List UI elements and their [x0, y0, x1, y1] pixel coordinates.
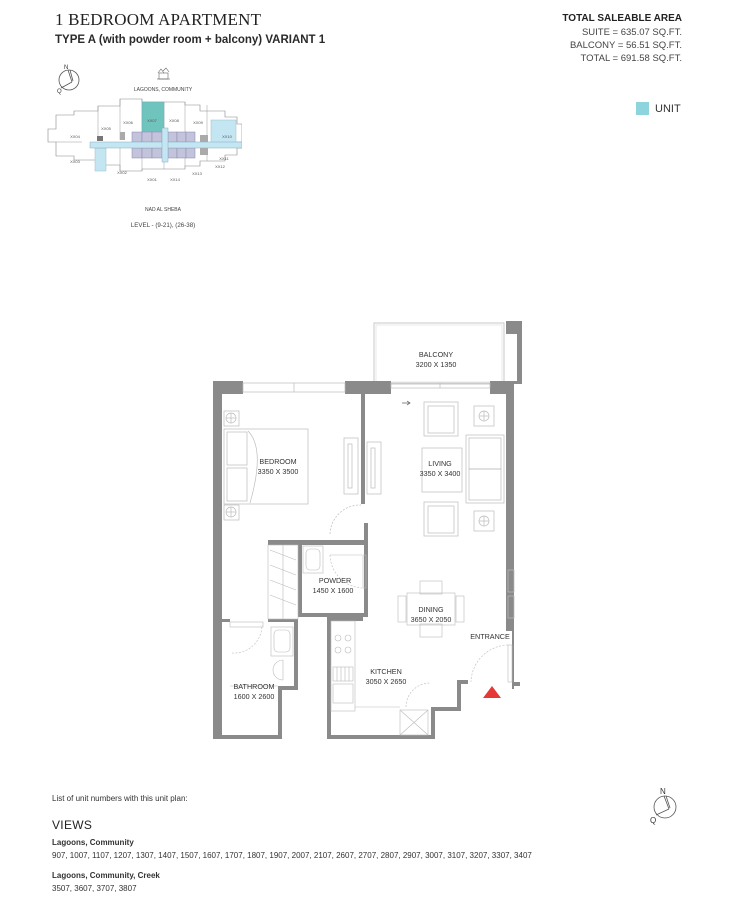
- room-label-kitchen: KITCHEN: [370, 667, 402, 676]
- floor-plan: BALCONY 3200 X 1350 BEDROOM 3350 X 3500 …: [213, 321, 522, 739]
- svg-text:N: N: [660, 787, 666, 796]
- area-suite: SUITE = 635.07 SQ.FT.: [581, 27, 682, 38]
- room-label-bathroom: BATHROOM: [234, 682, 275, 691]
- room-dims-powder: 1450 X 1600: [313, 586, 354, 595]
- svg-text:XX08: XX08: [169, 118, 180, 123]
- svg-text:XX04: XX04: [70, 134, 81, 139]
- keyplan-top-view: LAGOONS, COMMUNITY: [134, 87, 193, 93]
- view-name: Lagoons, Community: [52, 838, 134, 847]
- room-dims-balcony: 3200 X 1350: [416, 360, 457, 369]
- area-balcony: BALCONY = 56.51 SQ.FT.: [569, 40, 682, 51]
- room-dims-living: 3350 X 3400: [420, 469, 461, 478]
- wardrobe: [267, 544, 299, 620]
- keyplan-compass-icon: N Q: [57, 65, 80, 95]
- svg-text:XX06: XX06: [123, 120, 134, 125]
- plan-subtitle: TYPE A (with powder room + balcony) VARI…: [55, 34, 326, 46]
- windows: [242, 382, 515, 619]
- keyplan-level: LEVEL - (9-21), (26-38): [131, 222, 195, 229]
- plan-title: 1 BEDROOM APARTMENT: [55, 10, 262, 29]
- room-label-dining: DINING: [418, 605, 444, 614]
- area-total: TOTAL = 691.58 SQ.FT.: [580, 53, 682, 64]
- room-dims-bedroom: 3350 X 3500: [258, 467, 299, 476]
- unit-legend-label: UNIT: [655, 102, 681, 115]
- view-units: 907, 1007, 1107, 1207, 1307, 1407, 1507,…: [52, 851, 532, 860]
- keyplan-bottom-view: NAD AL SHEBA: [145, 207, 182, 213]
- entrance-label: ENTRANCE: [470, 632, 510, 641]
- svg-text:XX05: XX05: [101, 126, 112, 131]
- svg-text:XX11: XX11: [219, 156, 229, 161]
- unit-list-intro: List of unit numbers with this unit plan…: [52, 794, 188, 803]
- key-plan: N Q LAGOONS, COMMUNITY: [47, 65, 242, 229]
- svg-text:XX14: XX14: [170, 177, 181, 182]
- balcony-area: [373, 322, 505, 385]
- unit-legend: UNIT: [636, 102, 681, 115]
- svg-text:XX12: XX12: [215, 164, 226, 169]
- svg-text:XX09: XX09: [193, 120, 204, 125]
- room-dims-dining: 3650 X 2050: [411, 615, 452, 624]
- unit-legend-swatch: [636, 102, 649, 115]
- room-label-living: LIVING: [428, 459, 452, 468]
- walls: [213, 321, 522, 739]
- svg-text:XX02: XX02: [117, 170, 128, 175]
- entrance-marker-icon: [483, 686, 501, 698]
- view-name: Lagoons, Community, Creek: [52, 871, 160, 880]
- room-label-powder: POWDER: [319, 576, 351, 585]
- svg-text:XX01: XX01: [147, 177, 158, 182]
- view-units: 3507, 3607, 3707, 3807: [52, 884, 137, 893]
- dining-furniture: [397, 580, 465, 638]
- bedroom-furniture: [223, 410, 382, 535]
- bathroom-fixtures: [229, 621, 294, 687]
- svg-text:XX03: XX03: [70, 159, 81, 164]
- svg-text:XX13: XX13: [192, 171, 203, 176]
- area-heading: TOTAL SALEABLE AREA: [562, 13, 682, 24]
- svg-text:XX10: XX10: [222, 134, 233, 139]
- saleable-area-block: TOTAL SALEABLE AREA SUITE = 635.07 SQ.FT…: [562, 12, 682, 65]
- living-furniture: [402, 400, 505, 537]
- svg-text:N: N: [64, 65, 68, 71]
- svg-text:Q: Q: [650, 816, 656, 825]
- compass-icon: N Q: [650, 787, 677, 825]
- room-dims-kitchen: 3050 X 2650: [366, 677, 407, 686]
- room-dims-bathroom: 1600 X 2600: [234, 692, 275, 701]
- svg-text:XX07: XX07: [147, 118, 158, 123]
- kitchen-fixtures: [330, 620, 431, 736]
- entrance-door: [470, 644, 513, 683]
- community-view-icon: [157, 67, 170, 80]
- svg-text:Q: Q: [57, 89, 62, 95]
- views-heading: VIEWS: [52, 818, 93, 832]
- room-label-bedroom: BEDROOM: [259, 457, 296, 466]
- powder-fixtures: [302, 545, 367, 589]
- room-label-balcony: BALCONY: [419, 350, 454, 359]
